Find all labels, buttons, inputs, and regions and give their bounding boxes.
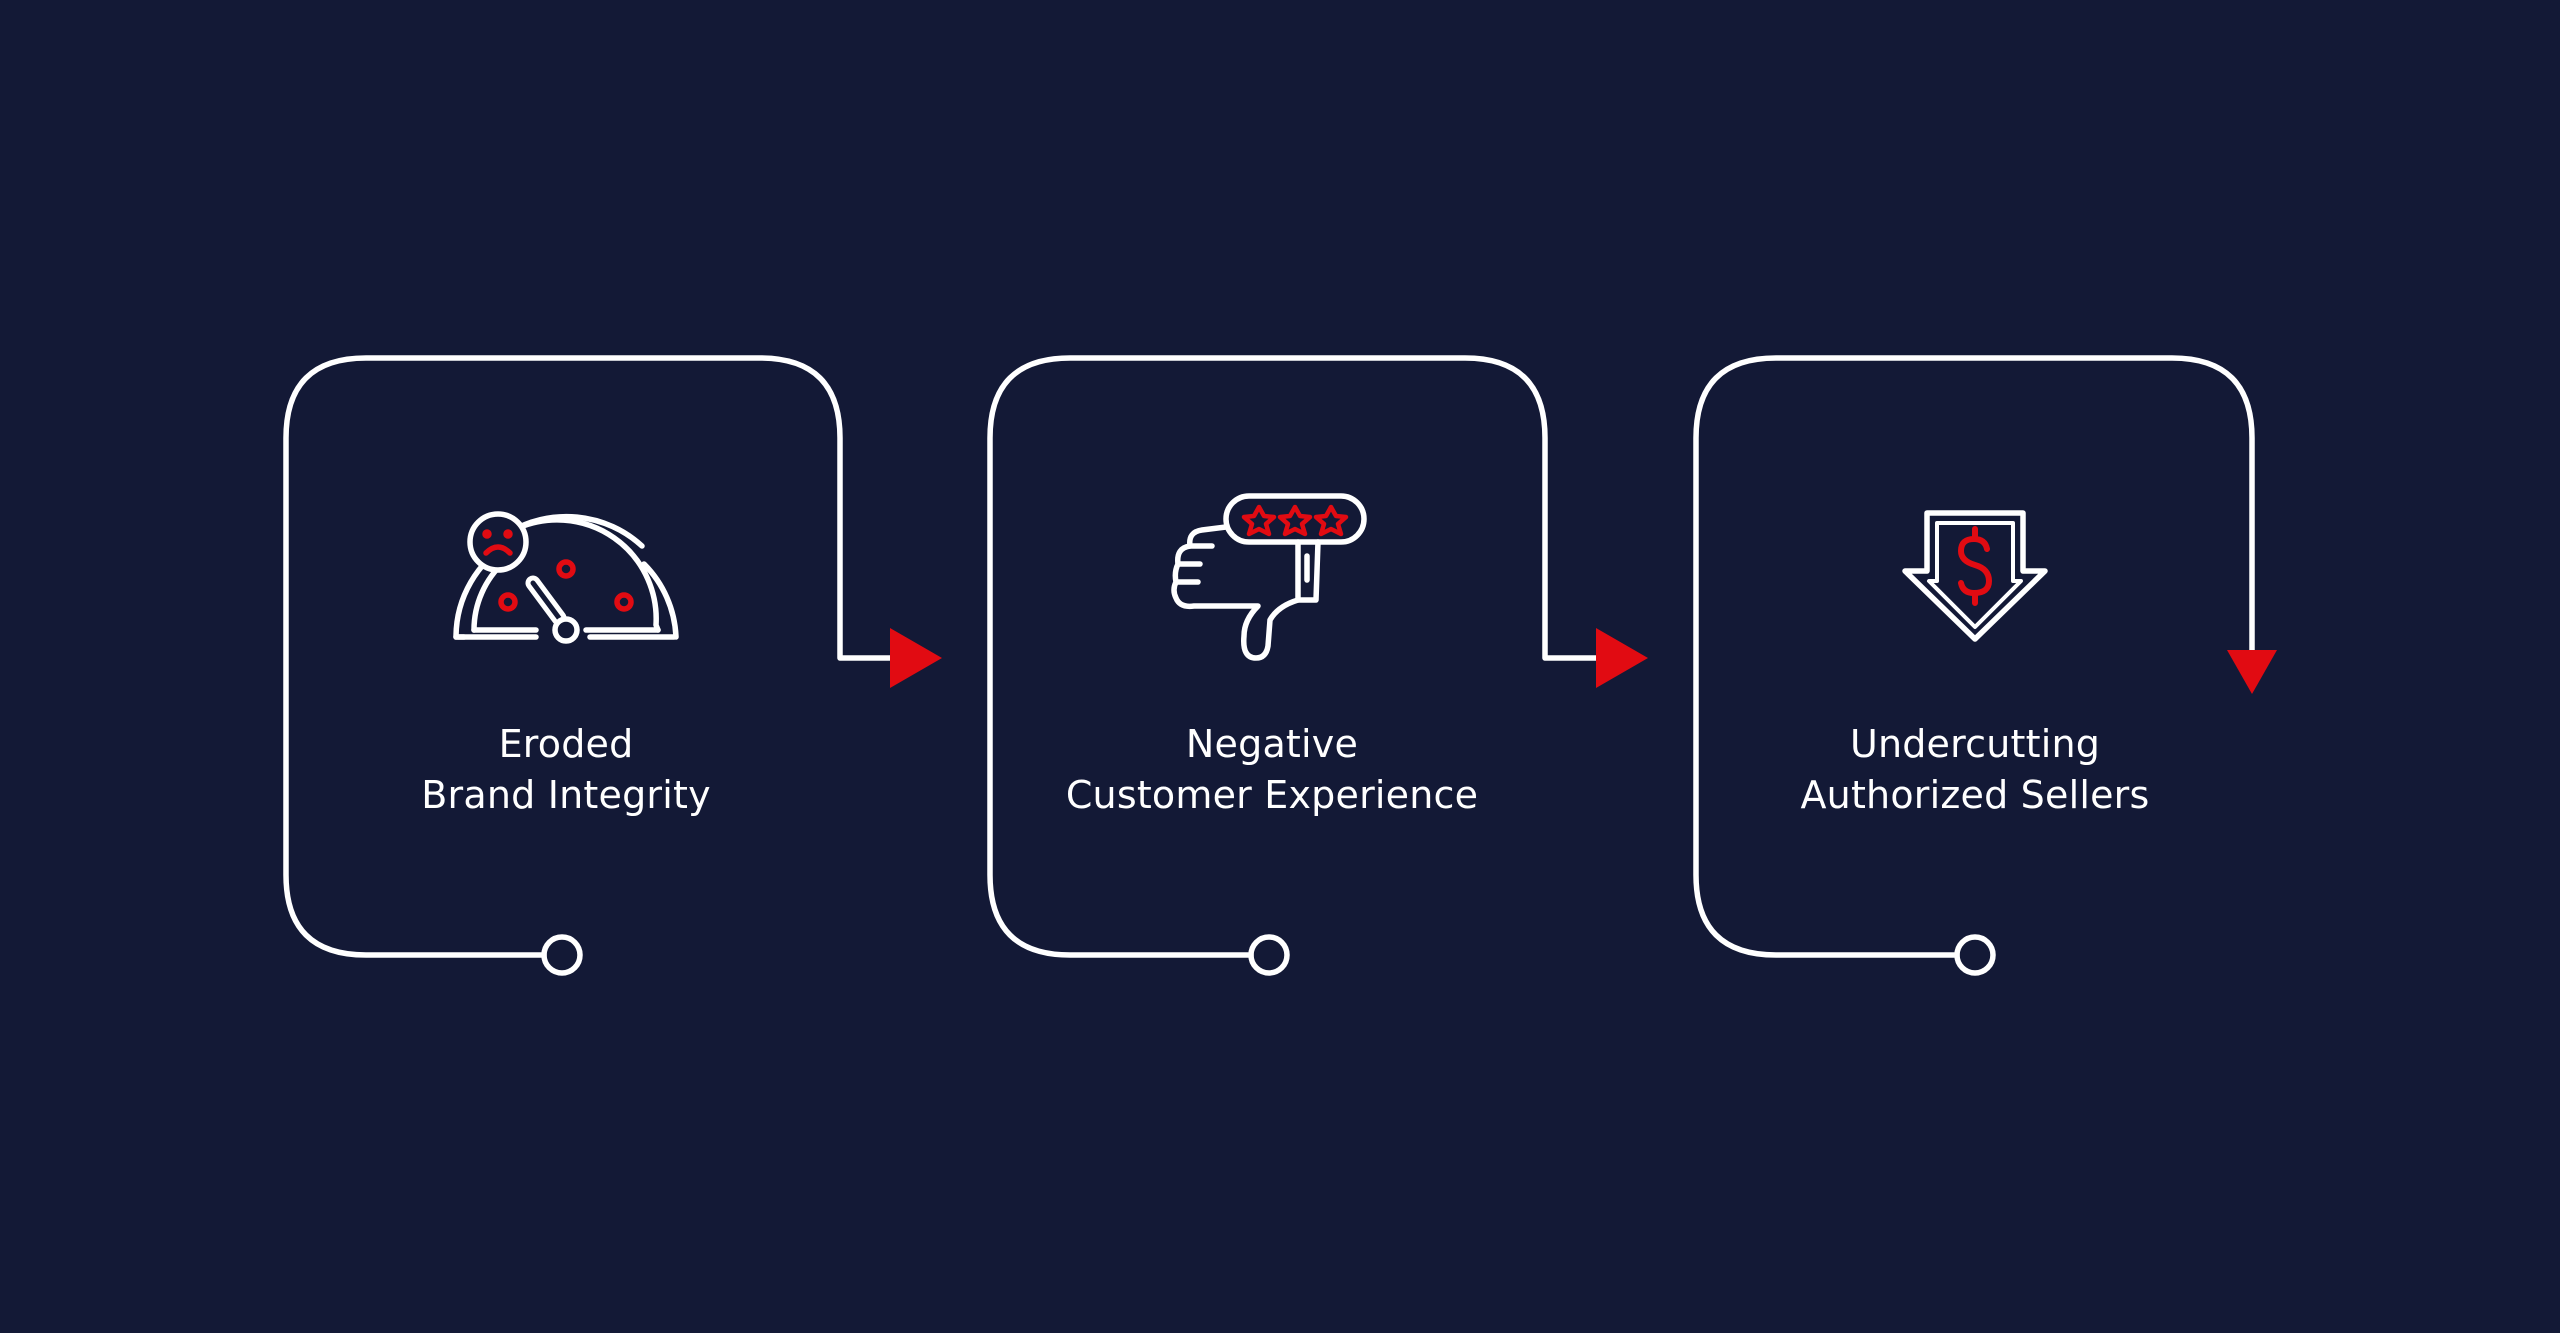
price-drop-arrow-icon [1902,510,2048,642]
step-2-label-line2: Customer Experience [1065,773,1479,817]
step-3 [1693,355,2277,976]
step-1-label-line2: Brand Integrity [421,773,711,817]
step-2-end-node [1248,934,1290,976]
step-2-label-line1: Negative [1185,722,1359,766]
broken-speedometer-icon [453,511,679,644]
step-2-label: Negative Customer Experience [992,719,1552,821]
step-3-label: Undercutting Authorized Sellers [1695,719,2255,821]
step-3-outline [1693,355,2255,958]
step-3-end-node [1954,934,1996,976]
thumbs-down-rating-icon [1171,493,1367,661]
step-2-arrowhead [1596,628,1648,688]
step-3-arrowhead [2227,650,2277,694]
step-1-label: Eroded Brand Integrity [286,719,846,821]
step-2-outline [987,355,1601,958]
step-1-end-node [541,934,583,976]
step-3-label-line1: Undercutting [1849,722,2101,766]
step-1 [283,355,942,976]
step-3-label-line2: Authorized Sellers [1800,773,2150,817]
step-1-label-line1: Eroded [498,722,634,766]
step-1-arrowhead [890,628,942,688]
step-1-outline [283,355,896,958]
step-2 [987,355,1648,976]
